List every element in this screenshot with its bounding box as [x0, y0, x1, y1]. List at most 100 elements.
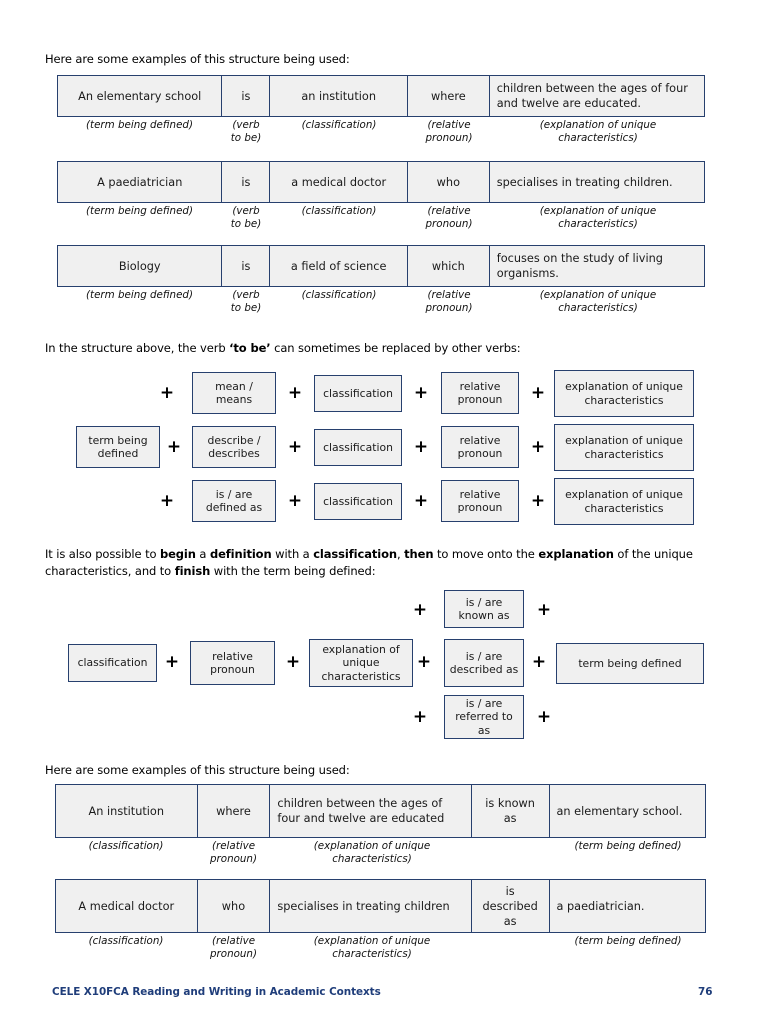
s3-b: a — [195, 547, 210, 561]
section1-intro: Here are some examples of this structure… — [45, 52, 350, 66]
pronoun-box: relative pronoun — [441, 480, 519, 522]
plus-sign: + — [159, 491, 175, 511]
classification-box: classification — [314, 375, 402, 412]
plus-sign: + — [166, 437, 182, 457]
plus-sign: + — [412, 707, 428, 727]
verb-box-described-as: is / are described as — [444, 639, 524, 687]
section2-intro: In the structure above, the verb ‘to be’… — [45, 340, 521, 357]
plus-sign: + — [159, 383, 175, 403]
verb-box-known-as: is / are known as — [444, 590, 524, 628]
classification-box: classification — [314, 429, 402, 466]
caption-classification: (classification) — [88, 935, 164, 947]
plus-sign: + — [530, 491, 546, 511]
s3-g: the unique characteristics, and to — [45, 547, 693, 578]
plus-sign: + — [287, 383, 303, 403]
section2-intro-bold: ‘to be’ — [229, 341, 271, 355]
table-cell-verb: is described as — [471, 880, 550, 932]
verb-box-defined-as: is / are defined as — [192, 480, 276, 522]
section2-intro-b: can sometimes be replaced by other verbs… — [270, 341, 521, 355]
caption-classification: (classification) — [301, 119, 377, 131]
footer-page-number: 76 — [698, 986, 713, 998]
table-cell-verb: is known as — [471, 785, 550, 837]
table-cell-term: An elementary school — [58, 76, 223, 116]
caption-term: (term being defined) — [86, 289, 193, 301]
example-table-5: A medical doctor who specialises in trea… — [55, 879, 706, 933]
term-being-defined-box: term being defined — [556, 643, 704, 684]
s3-e: to move onto the — [433, 547, 539, 561]
table-cell-term: A paediatrician — [58, 162, 223, 202]
s3-h: with the term being defined: — [210, 564, 376, 578]
plus-sign: + — [287, 491, 303, 511]
verb-box-referred-to-as: is / are referred to as — [444, 695, 524, 739]
verb-box-describe: describe / describes — [192, 426, 276, 468]
caption-classification: (classification) — [301, 289, 377, 301]
section3-intro: It is also possible to begin a definitio… — [45, 546, 725, 580]
s3-f: of — [613, 547, 629, 561]
table-cell-verb: is — [222, 246, 271, 286]
example-table-1: An elementary school is an institution w… — [57, 75, 705, 117]
plus-sign: + — [413, 383, 429, 403]
table-cell-explanation: specialises in treating children. — [489, 162, 705, 202]
s3-d: , — [397, 547, 405, 561]
example-table-3: Biology is a field of science which focu… — [57, 245, 705, 287]
classification-box: classification — [68, 644, 157, 682]
table-cell-explanation: specialises in treating children — [270, 880, 472, 932]
table-cell-classification: a medical doctor — [270, 162, 408, 202]
caption-classification: (classification) — [301, 205, 377, 217]
caption-term: (term being defined) — [574, 935, 682, 947]
plus-sign: + — [413, 491, 429, 511]
s3-b5: explanation — [538, 547, 614, 561]
table-cell-pronoun: who — [197, 880, 271, 932]
table-cell-pronoun: which — [407, 246, 490, 286]
example-table-4: An institution where children between th… — [55, 784, 706, 838]
table-cell-verb: is — [222, 162, 271, 202]
pronoun-box: relative pronoun — [190, 641, 275, 685]
plus-sign: + — [536, 707, 552, 727]
caption-term: (term being defined) — [86, 119, 193, 131]
table-cell-term: Biology — [58, 246, 223, 286]
plus-sign: + — [164, 652, 180, 672]
s3-b3: classification — [313, 547, 398, 561]
caption-classification: (classification) — [88, 840, 164, 852]
term-being-defined-box: term being defined — [76, 426, 160, 468]
table-cell-classification: An institution — [56, 785, 198, 837]
plus-sign: + — [416, 652, 432, 672]
example-table-2: A paediatrician is a medical doctor who … — [57, 161, 705, 203]
pronoun-box: relative pronoun — [441, 426, 519, 468]
pronoun-box: relative pronoun — [441, 372, 519, 414]
table-cell-pronoun: where — [407, 76, 490, 116]
s3-b4: then — [404, 547, 434, 561]
s3-b1: begin — [159, 547, 196, 561]
table-cell-explanation: children between the ages of four and tw… — [270, 785, 472, 837]
table-cell-classification: a field of science — [270, 246, 408, 286]
footer-title: CELE X10FCA Reading and Writing in Acade… — [52, 986, 381, 998]
s3-c: with a — [271, 547, 314, 561]
table-cell-explanation: focuses on the study of living organisms… — [489, 246, 705, 286]
table-cell-term: an elementary school. — [549, 785, 705, 837]
plus-sign: + — [536, 600, 552, 620]
section2-intro-a: In the structure above, the verb — [45, 341, 230, 355]
plus-sign: + — [530, 383, 546, 403]
plus-sign: + — [530, 437, 546, 457]
table-cell-verb: is — [222, 76, 271, 116]
table-cell-classification: A medical doctor — [56, 880, 198, 932]
table-cell-pronoun: who — [407, 162, 490, 202]
s3-b2: definition — [209, 547, 272, 561]
classification-box: classification — [314, 483, 402, 520]
explanation-box: explanation of unique characteristics — [309, 639, 413, 687]
plus-sign: + — [412, 600, 428, 620]
table-cell-pronoun: where — [197, 785, 271, 837]
section4-intro: Here are some examples of this structure… — [45, 763, 350, 777]
